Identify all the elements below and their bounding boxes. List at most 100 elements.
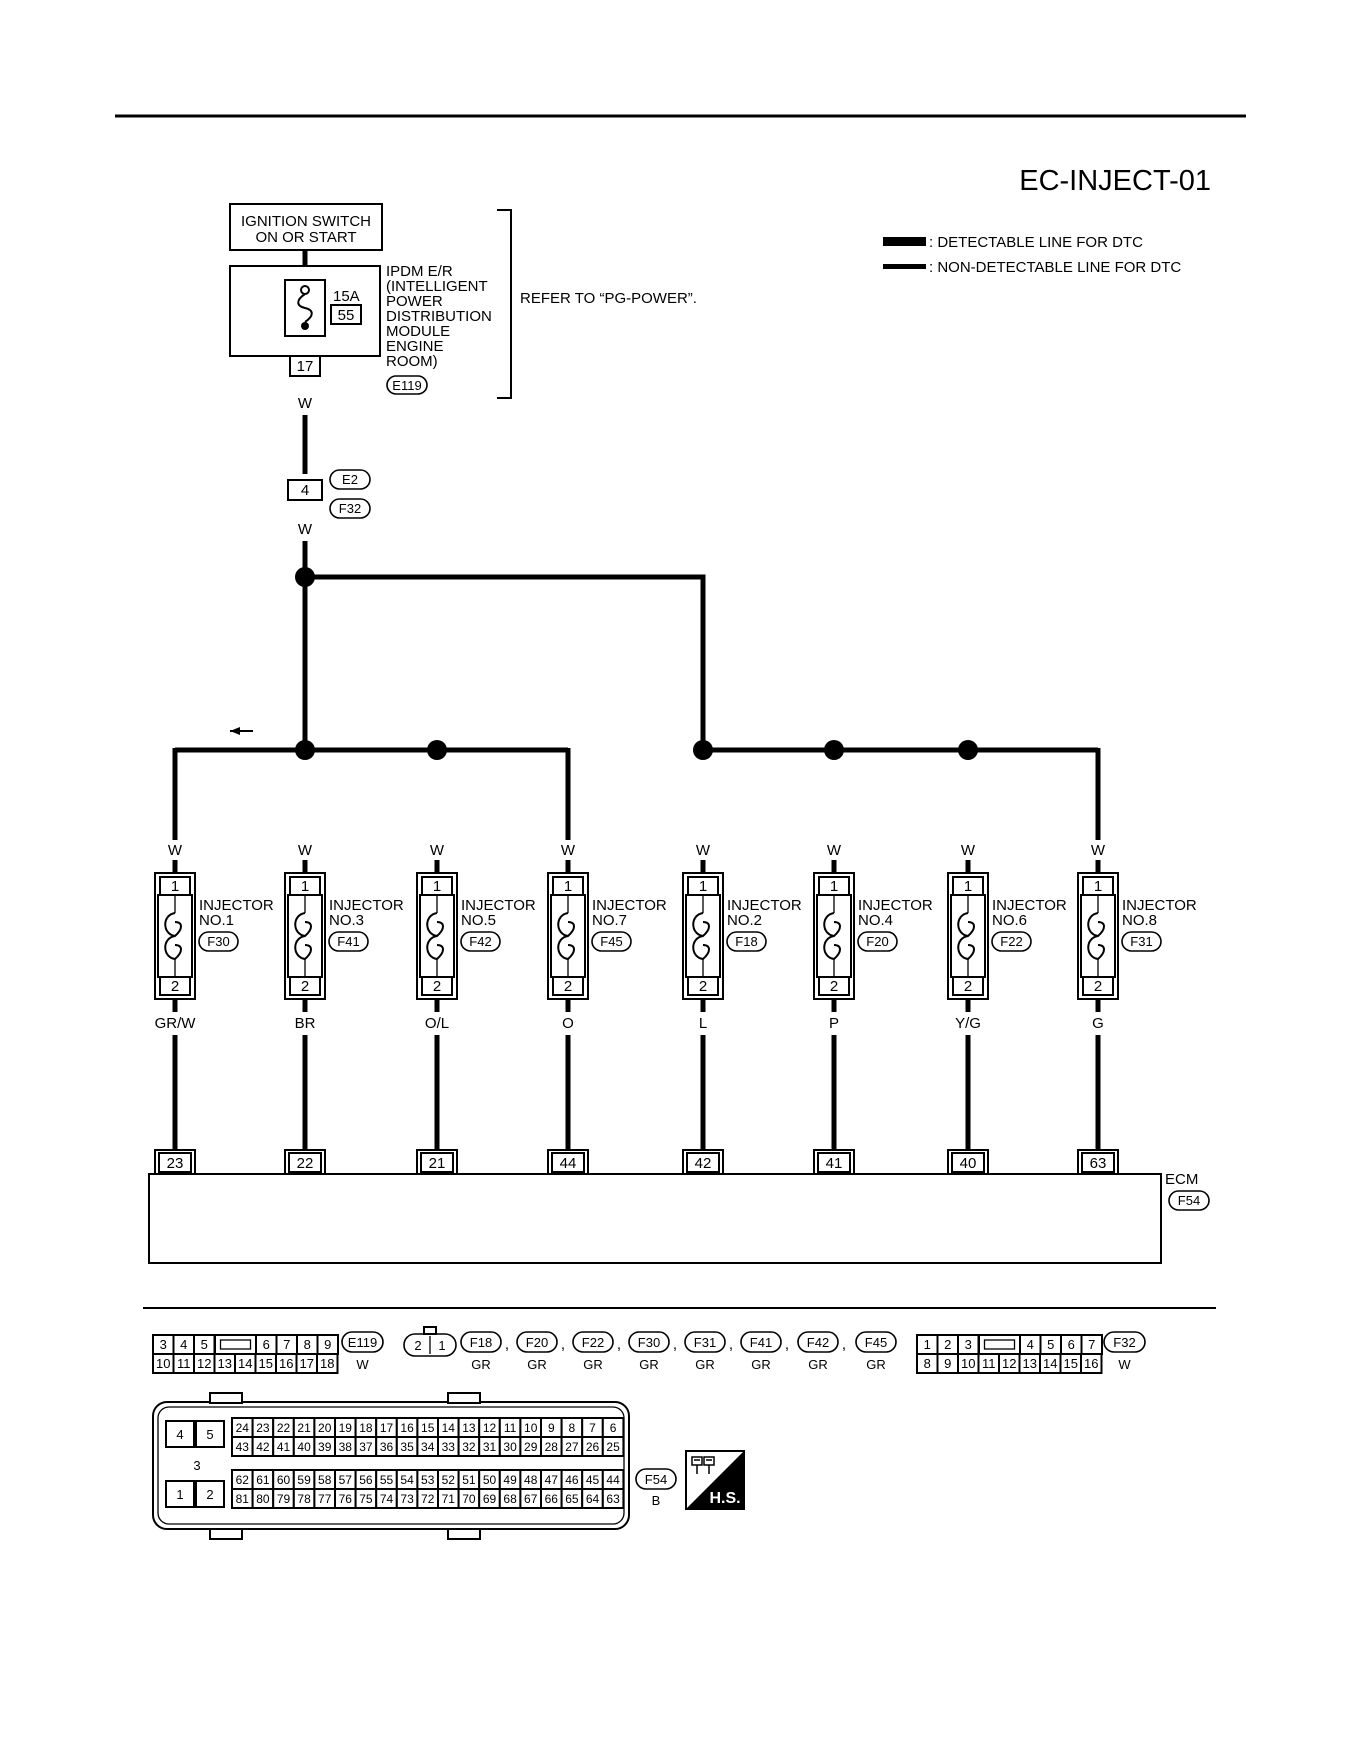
connector-color: GR	[639, 1357, 659, 1372]
injector-name: INJECTOR	[461, 897, 536, 914]
pin: 5	[201, 1337, 208, 1352]
pin: 81	[236, 1492, 250, 1506]
injector-connector-id: F41	[337, 934, 359, 949]
pin: 15	[1064, 1356, 1078, 1371]
pin: 11	[982, 1356, 996, 1371]
pin: 39	[318, 1440, 332, 1454]
pin: 13	[462, 1421, 476, 1435]
legend-non-detectable-label: : NON-DETECTABLE LINE FOR DTC	[929, 259, 1181, 276]
injector-pin-top: 1	[1094, 878, 1102, 895]
injector-name: INJECTOR	[858, 897, 933, 914]
pin: 5	[206, 1427, 213, 1442]
pin: 10	[156, 1356, 170, 1371]
separator: ,	[785, 1336, 789, 1353]
pin: 8	[304, 1337, 311, 1352]
pin: 6	[610, 1421, 617, 1435]
pin: 43	[236, 1440, 250, 1454]
connector-id: F41	[750, 1335, 772, 1350]
injector-number: NO.4	[858, 912, 893, 929]
pin: 73	[400, 1492, 414, 1506]
pin: 42	[256, 1440, 270, 1454]
connector-color: GR	[808, 1357, 828, 1372]
injector-group: W12INJECTORNO.1F30GR/W23INJ#1W12INJECTOR…	[154, 842, 1197, 1195]
injector-wire-bottom: L	[699, 1015, 707, 1032]
injector-coil-icon	[294, 912, 312, 961]
injector-name: INJECTOR	[592, 897, 667, 914]
wire-color-joint: W	[298, 521, 313, 538]
connector-color: GR	[583, 1357, 603, 1372]
pin: 15	[421, 1421, 435, 1435]
injector-coil-icon	[164, 912, 182, 961]
pin: 7	[589, 1421, 596, 1435]
injector-pin-bottom: 2	[964, 978, 972, 995]
injector-wire-bottom: BR	[295, 1015, 316, 1032]
ecm-pin: 40	[960, 1155, 977, 1172]
pin: 52	[442, 1473, 456, 1487]
hs-badge: H.S.	[685, 1450, 745, 1510]
injector-pin-bottom: 2	[1094, 978, 1102, 995]
pin: 26	[586, 1440, 600, 1454]
svg-text:DISTRIBUTION: DISTRIBUTION	[386, 308, 492, 325]
separator: ,	[729, 1336, 733, 1353]
pin: 38	[339, 1440, 353, 1454]
injector-wire-top: W	[561, 842, 576, 859]
svg-text:(INTELLIGENT: (INTELLIGENT	[386, 278, 488, 295]
injector-wire-bottom: O/L	[425, 1015, 449, 1032]
pin: 67	[524, 1492, 538, 1506]
pin: 7	[283, 1337, 290, 1352]
pin: 13	[218, 1356, 232, 1371]
pin: 60	[277, 1473, 291, 1487]
injector-wire-top: W	[168, 842, 183, 859]
pin: 76	[339, 1492, 353, 1506]
pin: 22	[277, 1421, 291, 1435]
pin: 49	[503, 1473, 517, 1487]
pin: 14	[1043, 1356, 1057, 1371]
pin: 14	[238, 1356, 252, 1371]
injector-pin-bottom: 2	[699, 978, 707, 995]
pin: 71	[442, 1492, 456, 1506]
pin: 25	[606, 1440, 620, 1454]
svg-text:ENGINE: ENGINE	[386, 338, 444, 355]
injector-name: INJECTOR	[329, 897, 404, 914]
pin: 6	[1068, 1337, 1075, 1352]
connector-id: E119	[348, 1335, 377, 1350]
splice-inj5	[427, 740, 447, 760]
connector-color: GR	[751, 1357, 771, 1372]
pin: 55	[380, 1473, 394, 1487]
connector-id: F54	[645, 1472, 667, 1487]
injector-wire-top: W	[430, 842, 445, 859]
pin: 68	[503, 1492, 517, 1506]
joint-connector-e2: E2	[342, 472, 358, 487]
pin: 1	[176, 1487, 183, 1502]
pin: 16	[279, 1356, 293, 1371]
splice-right	[693, 740, 713, 760]
pin: 11	[177, 1356, 191, 1371]
injector-coil-icon	[557, 912, 575, 961]
pin: 4	[176, 1427, 183, 1442]
connector-color: GR	[866, 1357, 886, 1372]
injector-wire-top: W	[696, 842, 711, 859]
diagram-title: EC-INJECT-01	[1019, 165, 1211, 197]
legend-detectable-label: : DETECTABLE LINE FOR DTC	[929, 234, 1143, 251]
pin: 2	[414, 1338, 421, 1353]
injector-number: NO.5	[461, 912, 496, 929]
pin: 32	[462, 1440, 476, 1454]
pin: 47	[545, 1473, 559, 1487]
connector-id: F31	[694, 1335, 716, 1350]
injector-name: INJECTOR	[727, 897, 802, 914]
pin: 56	[359, 1473, 373, 1487]
pin: 65	[565, 1492, 579, 1506]
injector-pin-bottom: 2	[830, 978, 838, 995]
separator: ,	[561, 1336, 565, 1353]
connector-id: F32	[1113, 1335, 1135, 1350]
injector-number: NO.1	[199, 912, 234, 929]
pin: 8	[569, 1421, 576, 1435]
injector-pin-top: 1	[301, 878, 309, 895]
injector-wire-bottom: O	[562, 1015, 574, 1032]
injector-coil-icon	[692, 912, 710, 961]
ipdm-terminal: 17	[297, 358, 314, 375]
legend-detectable-swatch	[883, 237, 926, 246]
